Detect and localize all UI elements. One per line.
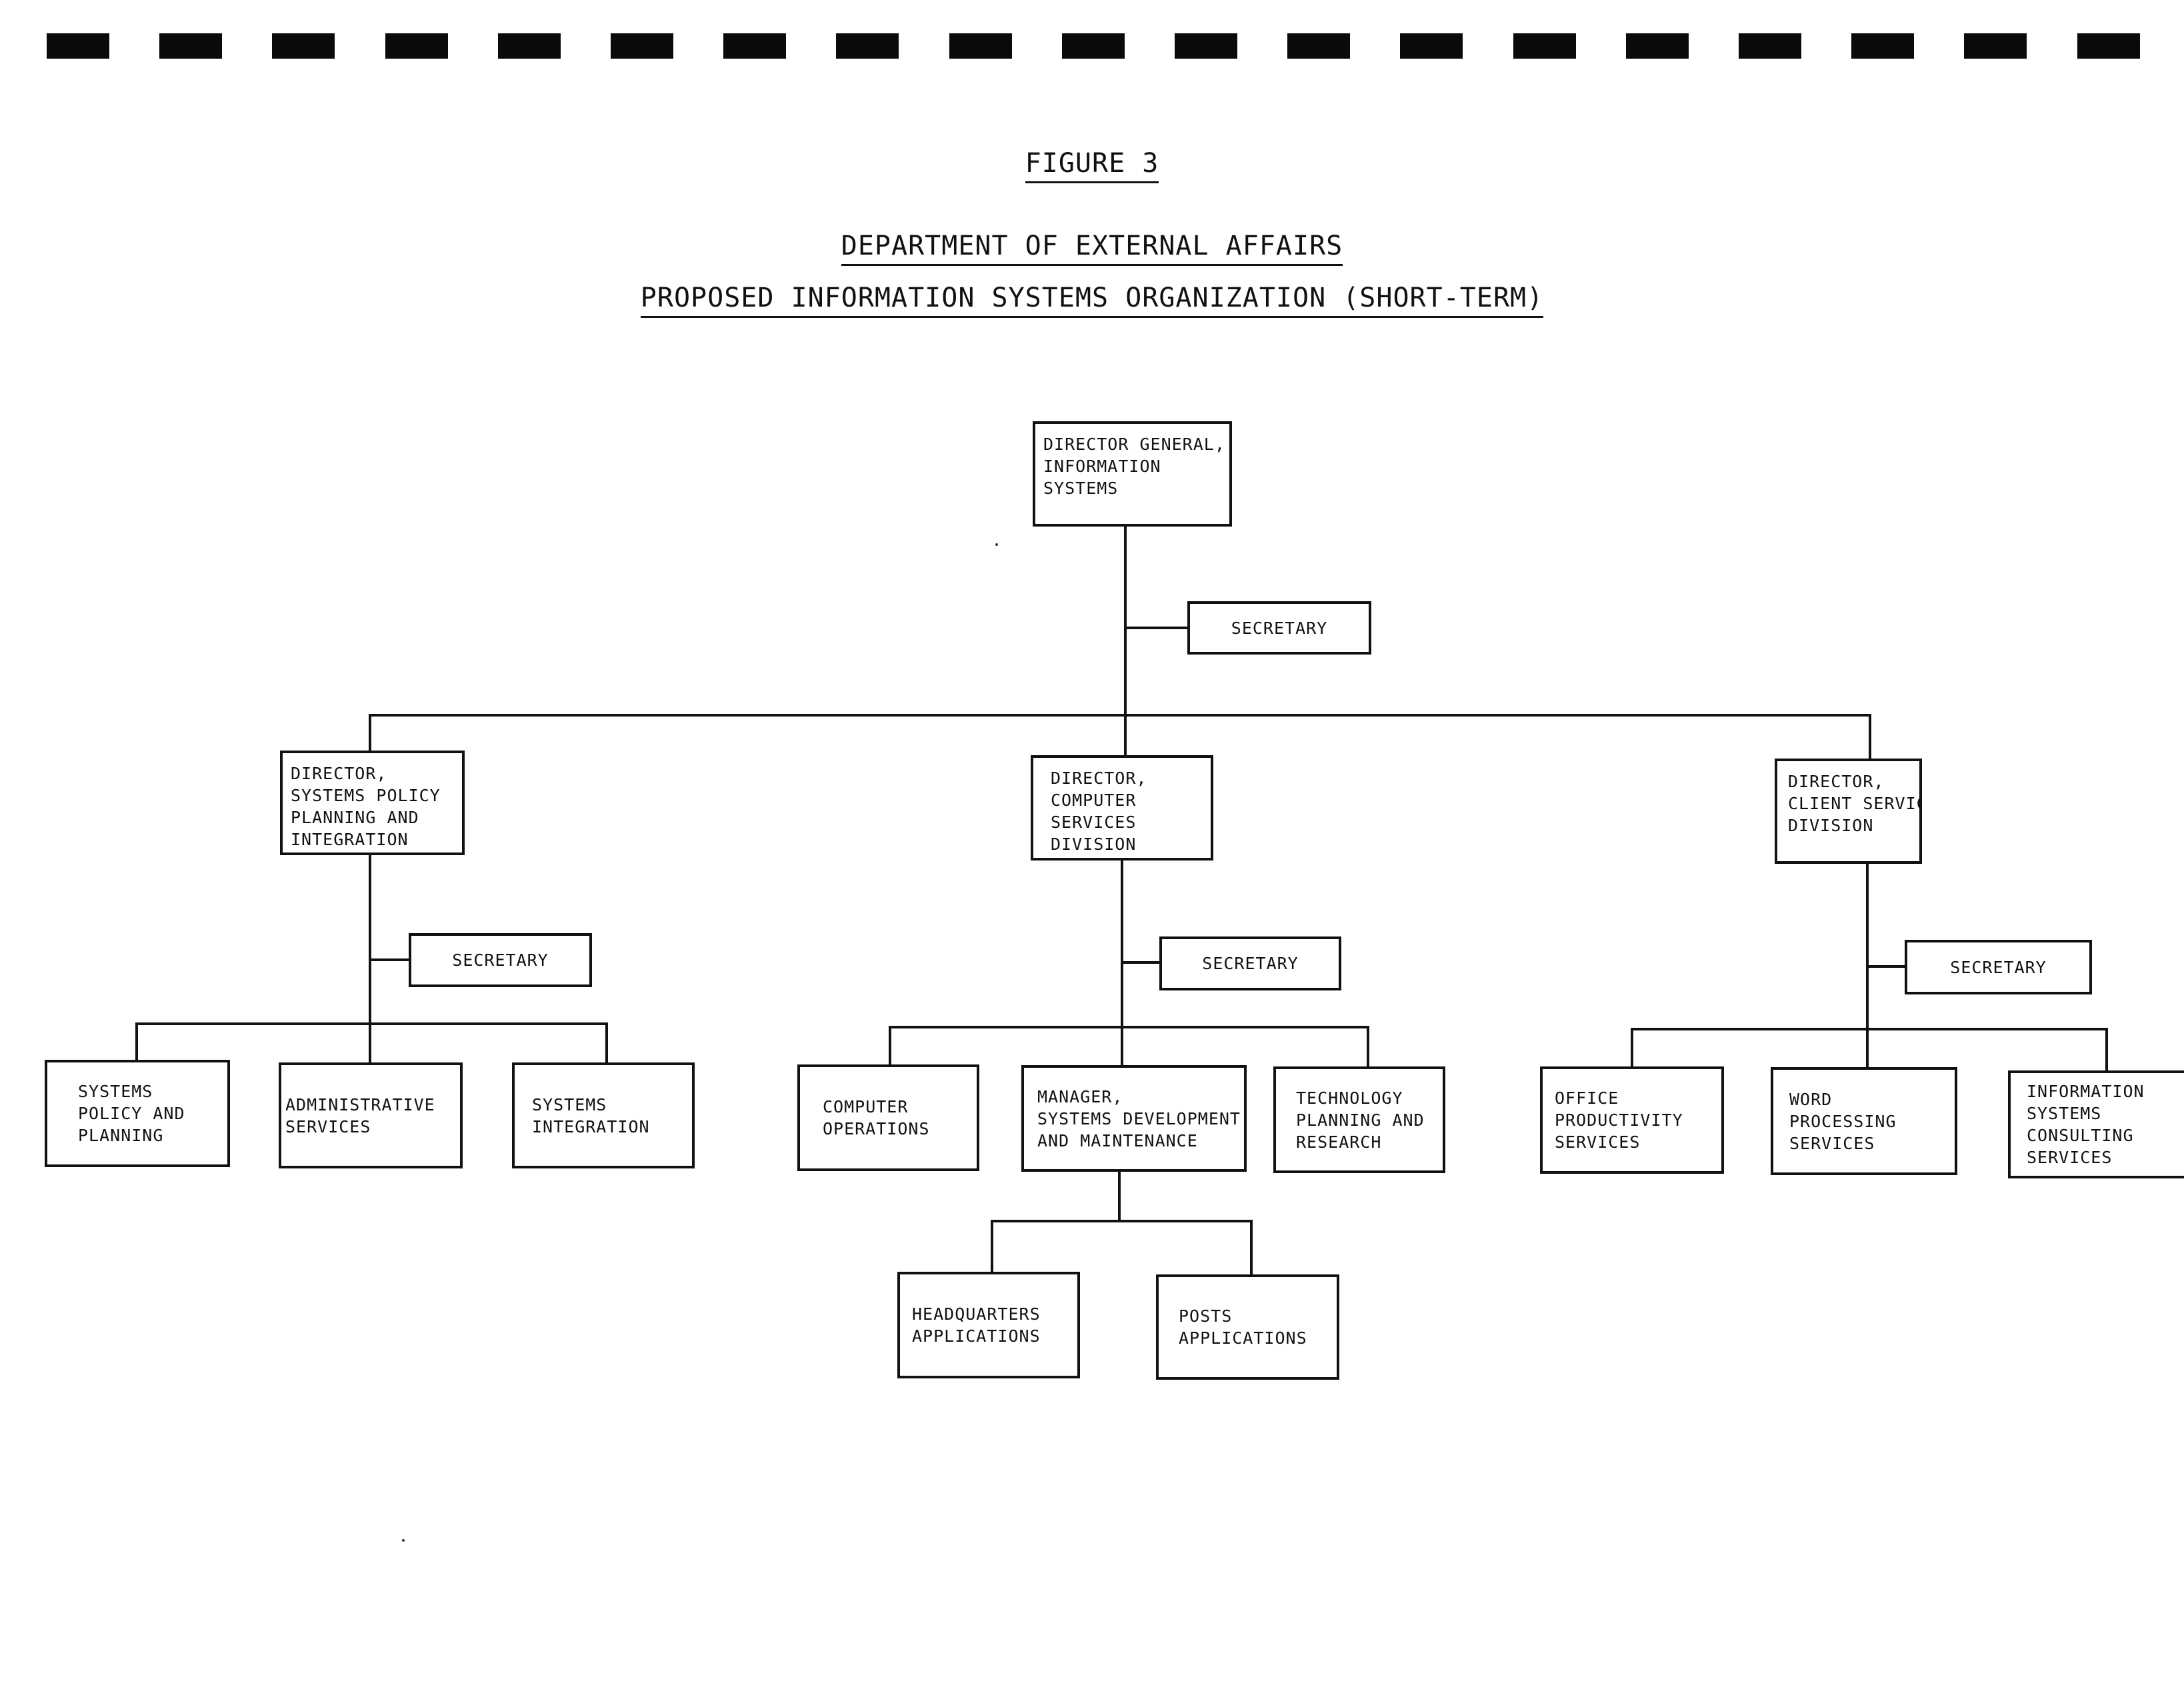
unit-word-processing: WORD PROCESSING SERVICES [1771,1067,1957,1175]
unit-systems-development: MANAGER, SYSTEMS DEVELOPMENT AND MAINTEN… [1021,1065,1247,1172]
punch-hole [159,33,223,59]
unit-computer-operations: COMPUTER OPERATIONS [797,1064,979,1171]
director-general-box: DIRECTOR GENERAL, INFORMATION SYSTEMS [1033,421,1232,527]
punch-hole [47,33,109,59]
scan-speck [402,1539,405,1542]
punch-hole [723,33,787,59]
subunit-headquarters-applications: HEADQUARTERS APPLICATIONS [897,1272,1080,1378]
punch-hole [1061,33,1125,59]
page-title: DEPARTMENT OF EXTERNAL AFFAIRS [0,231,2184,266]
page-subtitle: PROPOSED INFORMATION SYSTEMS ORGANIZATIO… [0,283,2184,318]
unit-office-productivity: OFFICE PRODUCTIVITY SERVICES [1540,1066,1724,1174]
scan-speck [995,543,998,546]
director-policy-box: DIRECTOR, SYSTEMS POLICY PLANNING AND IN… [280,751,465,855]
dg-secretary-box: SECRETARY [1187,601,1371,655]
punch-hole [1513,33,1576,59]
unit-systems-policy-planning: SYSTEMS POLICY AND PLANNING [45,1060,230,1167]
punch-hole [1851,33,1915,59]
punch-hole [2077,33,2140,59]
punch-hole [949,33,1012,59]
unit-information-systems-consulting: INFORMATION SYSTEMS CONSULTING SERVICES [2008,1070,2184,1178]
punch-hole [1400,33,1463,59]
unit-technology-planning: TECHNOLOGY PLANNING AND RESEARCH [1273,1066,1445,1173]
subunit-posts-applications: POSTS APPLICATIONS [1156,1274,1339,1380]
unit-systems-integration: SYSTEMS INTEGRATION [512,1062,695,1168]
unit-administrative-services: ADMINISTRATIVE SERVICES [279,1062,463,1168]
punch-hole [385,33,448,59]
punch-hole [836,33,899,59]
punch-hole [1964,33,2027,59]
punch-hole [1287,33,1351,59]
figure-label: FIGURE 3 [0,148,2184,183]
binder-punch-strip [0,0,2184,80]
director-client-box: DIRECTOR, CLIENT SERVICES DIVISION [1775,759,1922,864]
punch-hole [272,33,335,59]
client-secretary-box: SECRETARY [1905,940,2092,994]
director-computer-box: DIRECTOR, COMPUTER SERVICES DIVISION [1031,755,1213,860]
punch-hole [1625,33,1689,59]
punch-hole [1739,33,1801,59]
computer-secretary-box: SECRETARY [1159,936,1341,990]
policy-secretary-box: SECRETARY [409,933,592,987]
punch-hole [611,33,673,59]
punch-hole [497,33,561,59]
punch-hole [1175,33,1237,59]
